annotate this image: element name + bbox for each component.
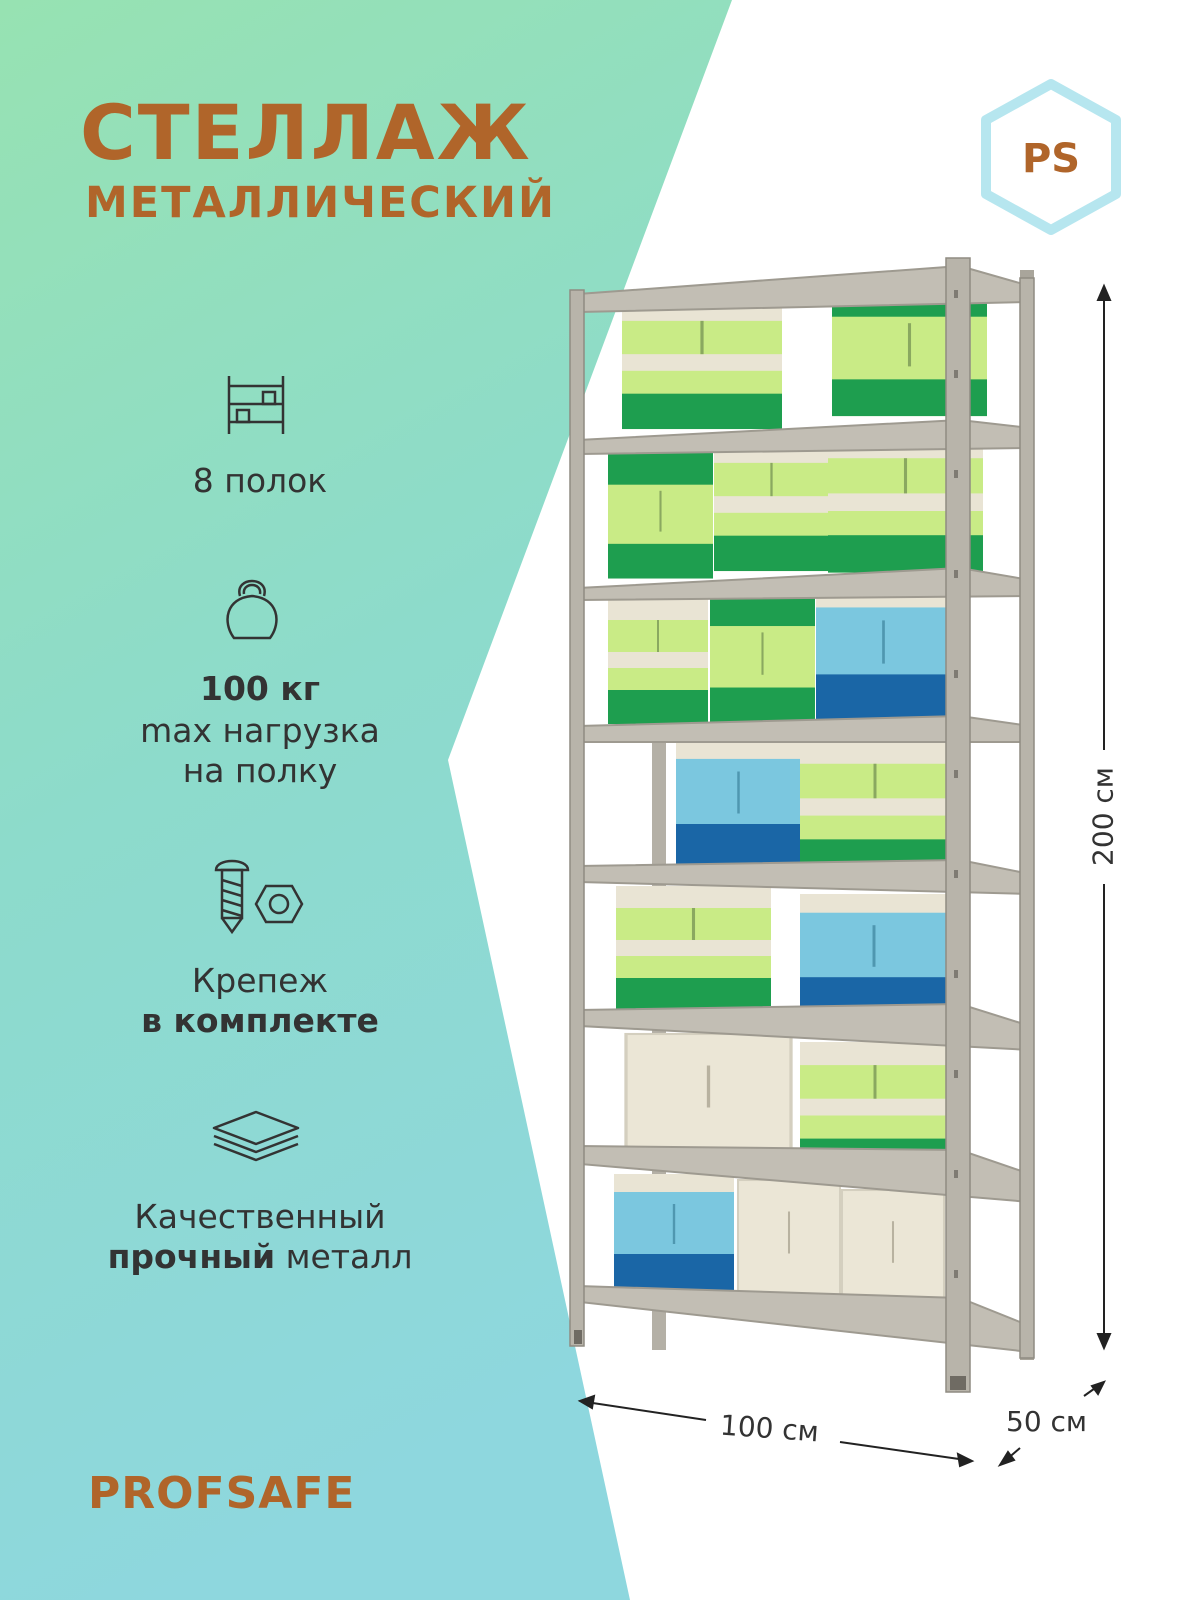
bolt-nut-icon [214, 859, 304, 935]
feature-load-line2: max нагрузка [140, 711, 380, 750]
feature-fasteners-line2: в комплекте [141, 1001, 379, 1040]
brand-name: PROFSAFE [88, 1468, 356, 1519]
feature-load-value: 100 кг [199, 669, 320, 708]
feature-fasteners-line1: Крепеж [191, 961, 329, 1000]
title-main: СТЕЛЛАЖ [80, 88, 532, 177]
kettlebell-icon [226, 579, 278, 640]
layers-icon [212, 1110, 300, 1162]
title-sub: МЕТАЛЛИЧЕСКИЙ [85, 178, 556, 228]
shelf-icon [227, 376, 285, 434]
feature-shelves-text: 8 полок [192, 461, 328, 500]
feature-load-line3: на полку [182, 751, 338, 790]
feature-metal-line1: Качественный [134, 1197, 386, 1236]
height-label: 200 см [1086, 767, 1120, 866]
feature-metal-bold: прочный [107, 1237, 276, 1276]
width-label: 100 см [718, 1408, 820, 1449]
feature-metal-rest: металл [275, 1237, 413, 1276]
logo-text: PS [1021, 136, 1081, 182]
ps-logo [981, 79, 1121, 235]
depth-label: 50 см [1006, 1405, 1088, 1438]
feature-metal-line2: прочный металл [40, 1236, 480, 1278]
shelving-unit-image [569, 257, 1035, 1393]
